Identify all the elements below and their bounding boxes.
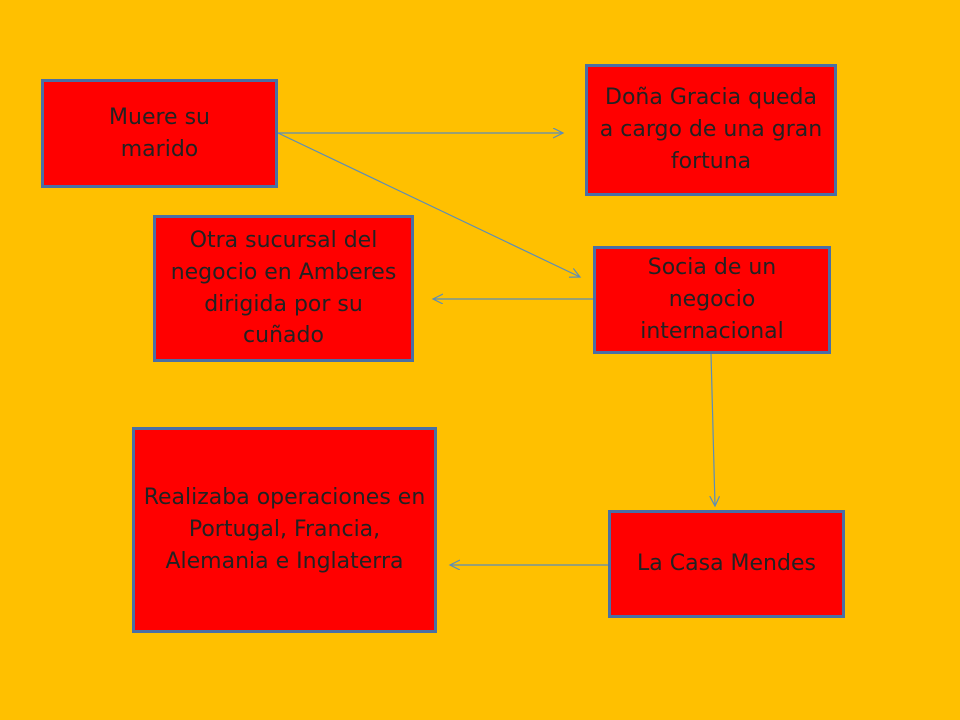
node-muere-su-marido-text: Muere su marido — [109, 104, 210, 162]
arrow-muere-to-socia — [277, 132, 580, 277]
node-casa-mendes-text: La Casa Mendes — [637, 551, 816, 577]
node-otra-sucursal-text: Otra sucursal del negocio en Amberes dir… — [170, 227, 397, 349]
node-socia-negocio: Socia de un negocio internacional — [593, 246, 831, 354]
node-dona-gracia-text: Doña Gracia queda a cargo de una gran fo… — [599, 85, 823, 174]
node-casa-mendes: La Casa Mendes — [608, 510, 845, 618]
arrow-socia-to-casa — [711, 352, 715, 506]
node-realizaba-operaciones-text: Realizaba operaciones en Portugal, Franc… — [143, 485, 426, 574]
node-realizaba-operaciones: Realizaba operaciones en Portugal, Franc… — [132, 427, 437, 633]
node-muere-su-marido: Muere su marido — [41, 79, 278, 188]
node-dona-gracia: Doña Gracia queda a cargo de una gran fo… — [585, 64, 837, 196]
node-otra-sucursal: Otra sucursal del negocio en Amberes dir… — [153, 215, 414, 362]
node-socia-negocio-text: Socia de un negocio internacional — [640, 255, 784, 344]
